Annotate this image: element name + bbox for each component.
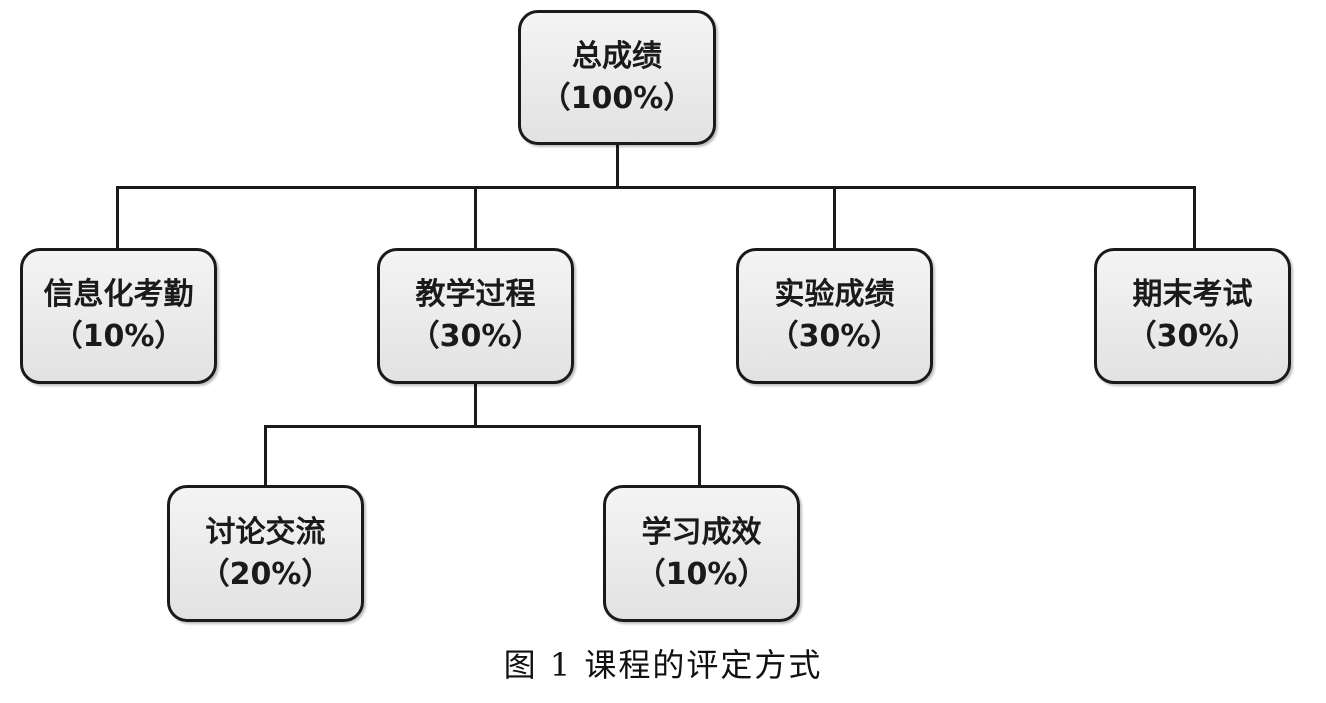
node-discussion-weight: （20%）	[199, 556, 332, 592]
connector-level2-bar	[264, 425, 701, 428]
node-total: 总成绩 （100%）	[518, 10, 716, 145]
node-experiment-title: 实验成绩	[774, 277, 895, 312]
node-total-title: 总成绩	[572, 38, 662, 74]
connector-root-down	[616, 143, 619, 189]
node-teaching-process: 教学过程 （30%）	[377, 248, 574, 384]
node-teaching-process-weight: （30%）	[409, 319, 542, 354]
connector-to-teaching-process	[474, 186, 477, 250]
node-learning-outcome-title: 学习成效	[641, 514, 762, 550]
node-learning-outcome: 学习成效 （10%）	[603, 485, 800, 622]
connector-to-discussion	[264, 425, 267, 487]
node-attendance-weight: （10%）	[52, 319, 185, 354]
node-attendance-title: 信息化考勤	[43, 277, 194, 312]
connector-teaching-down	[474, 382, 477, 428]
node-attendance: 信息化考勤 （10%）	[20, 248, 217, 384]
node-total-weight: （100%）	[540, 80, 694, 116]
connector-to-final-exam	[1193, 186, 1196, 250]
connector-to-attendance	[116, 186, 119, 250]
node-final-exam: 期末考试 （30%）	[1094, 248, 1291, 384]
node-experiment-weight: （30%）	[768, 319, 901, 354]
connector-to-experiment	[833, 186, 836, 250]
connector-level1-bar	[116, 186, 1196, 189]
node-discussion-title: 讨论交流	[205, 514, 326, 550]
connector-to-learning-outcome	[698, 425, 701, 487]
node-teaching-process-title: 教学过程	[415, 277, 536, 312]
node-experiment: 实验成绩 （30%）	[736, 248, 933, 384]
node-discussion: 讨论交流 （20%）	[167, 485, 364, 622]
figure-caption: 图 1 课程的评定方式	[503, 646, 823, 684]
node-final-exam-weight: （30%）	[1126, 319, 1259, 354]
node-final-exam-title: 期末考试	[1132, 277, 1253, 312]
node-learning-outcome-weight: （10%）	[635, 556, 768, 592]
